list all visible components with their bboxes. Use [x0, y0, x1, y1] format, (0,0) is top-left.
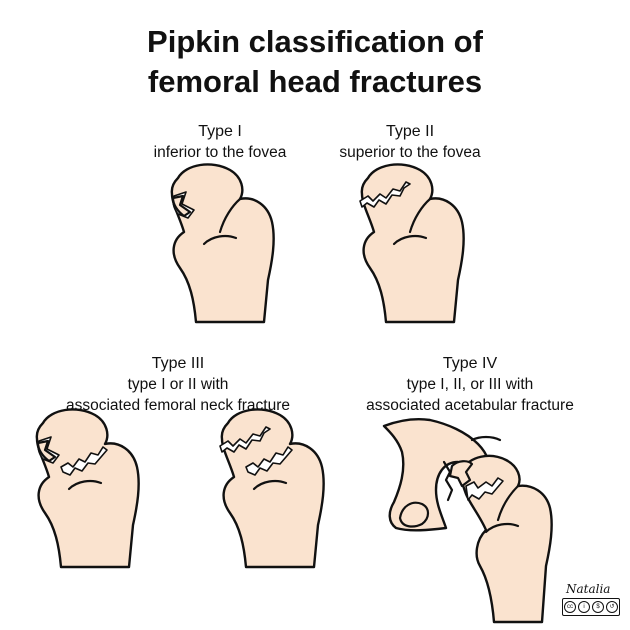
type-4-description-line-1: type I, II, or III with — [406, 376, 534, 393]
caption-type-3: Type III type I or II with associated fe… — [28, 353, 328, 416]
type-2-name: Type II — [385, 123, 435, 140]
caption-type-2: Type II superior to the fovea — [310, 121, 510, 163]
nc-icon: $ — [592, 601, 604, 613]
type-4-name: Type IV — [442, 355, 498, 372]
type-1-femur-illustration — [170, 163, 275, 324]
type-3-description-line-2: associated femoral neck fracture — [66, 397, 290, 414]
sa-icon: ↺ — [606, 601, 618, 613]
type-3b-femur-illustration — [219, 408, 325, 569]
caption-type-4: Type IV type I, II, or III with associat… — [320, 353, 620, 416]
type-4-hip-illustration — [382, 418, 553, 624]
title-line-2: femoral head fractures — [147, 64, 483, 99]
acetabular-fragment — [448, 460, 474, 488]
cc-icon: cc — [564, 601, 576, 613]
type-1-description: inferior to the fovea — [153, 144, 287, 161]
type-4-femur — [460, 454, 553, 624]
by-icon: i — [578, 601, 590, 613]
type-2-femur-illustration — [359, 163, 465, 324]
type-3a-femur-illustration — [35, 408, 140, 569]
type-3-description-line-1: type I or II with — [127, 376, 229, 393]
caption-type-1: Type I inferior to the fovea — [120, 121, 320, 163]
type-3-name: Type III — [151, 355, 205, 372]
artist-signature: Natalia — [566, 582, 611, 596]
diagram-title: Pipkin classification of femoral head fr… — [0, 22, 630, 102]
type-1-name: Type I — [198, 123, 242, 140]
title-line-1: Pipkin classification of — [147, 24, 483, 59]
type-2-description: superior to the fovea — [339, 144, 481, 161]
cc-license-badge: cc i $ ↺ — [562, 598, 620, 616]
type-4-description-line-2: associated acetabular fracture — [366, 397, 574, 414]
